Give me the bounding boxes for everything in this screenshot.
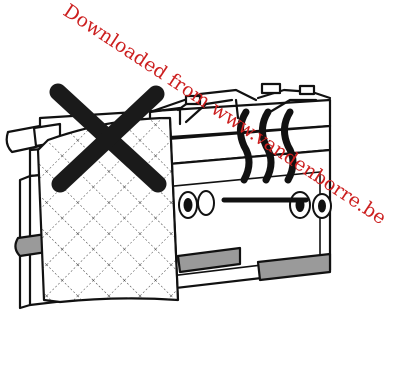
warning-illustration: Downloaded from www.vandenborre.be [0,0,406,366]
